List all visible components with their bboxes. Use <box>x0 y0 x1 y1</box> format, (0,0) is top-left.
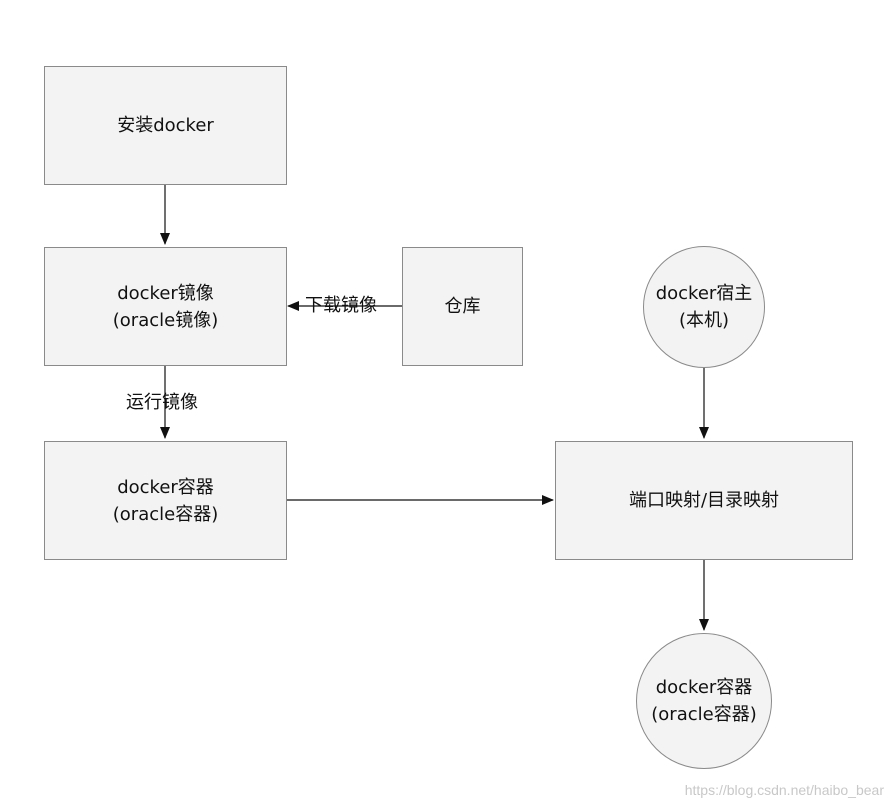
result-oracle-container-label: (oracle容器) <box>651 704 757 725</box>
docker-host-label: docker宿主 <box>655 283 753 304</box>
repository-label: 仓库 <box>444 296 481 317</box>
result-container-node: docker容器 (oracle容器) <box>636 633 772 769</box>
docker-image-label: docker镜像 <box>117 282 214 304</box>
docker-image-node: docker镜像 (oracle镜像) <box>44 247 287 366</box>
oracle-image-label: (oracle镜像) <box>112 309 219 331</box>
docker-container-label: docker容器 <box>117 476 214 498</box>
watermark-text: https://blog.csdn.net/haibo_bear <box>684 782 884 798</box>
install-docker-label: 安装docker <box>117 115 214 136</box>
docker-host-node: docker宿主 (本机) <box>643 246 765 368</box>
port-dir-mapping-node: 端口映射/目录映射 <box>555 441 853 560</box>
repository-node: 仓库 <box>402 247 523 366</box>
run-image-edge-label: 运行镜像 <box>126 392 198 413</box>
local-machine-label: (本机) <box>678 310 730 331</box>
oracle-container-label: (oracle容器) <box>112 503 219 525</box>
result-container-label: docker容器 <box>655 677 753 698</box>
download-image-edge-label: 下载镜像 <box>305 295 377 316</box>
port-dir-mapping-label: 端口映射/目录映射 <box>628 490 780 511</box>
install-docker-node: 安装docker <box>44 66 287 185</box>
docker-container-node: docker容器 (oracle容器) <box>44 441 287 560</box>
